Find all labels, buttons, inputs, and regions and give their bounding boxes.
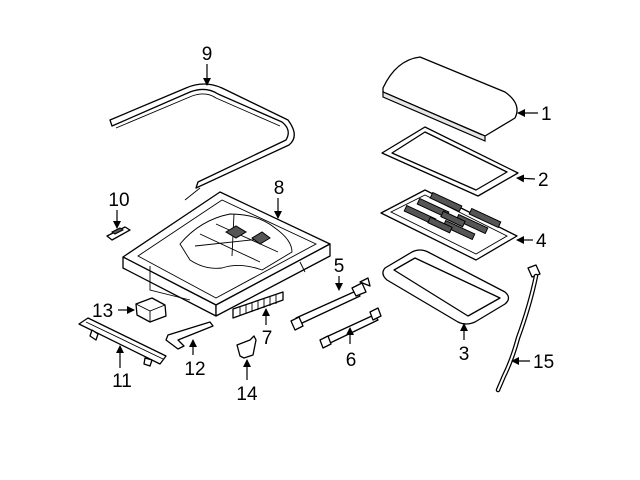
callout-labels: 9 1 2 4 3 8 10 5 6 7 13 11 12 14 15 (92, 44, 554, 405)
leader-2 (516, 174, 536, 183)
part-15-hose (495, 264, 541, 393)
callout-11: 11 (112, 371, 132, 392)
part-12-bracket (165, 321, 214, 350)
part-4-sunshade (380, 189, 518, 261)
callout-15: 15 (533, 352, 554, 373)
callout-13: 13 (92, 301, 113, 322)
part-8-housing (122, 187, 331, 317)
part-13-motor (135, 297, 167, 323)
callout-12: 12 (184, 359, 205, 380)
part-1-glass-panel (382, 56, 518, 142)
part-5-rail (290, 277, 371, 331)
callout-7: 7 (262, 328, 273, 349)
part-7-strip (232, 291, 284, 319)
callout-10: 10 (108, 190, 129, 211)
callout-2: 2 (538, 170, 549, 191)
callout-4: 4 (536, 231, 547, 252)
part-14-bracket (236, 335, 257, 359)
part-9-seal (109, 83, 295, 189)
callout-3: 3 (459, 344, 470, 365)
part-3-drain-frame (382, 249, 510, 325)
callout-8: 8 (274, 178, 285, 199)
part-10-clip (106, 226, 131, 241)
leader-lines (113, 64, 538, 380)
part-2-frame (381, 126, 519, 197)
callout-14: 14 (236, 384, 258, 405)
callout-1: 1 (541, 104, 552, 125)
part-11-trim (78, 317, 167, 367)
callout-5: 5 (334, 256, 345, 277)
callout-6: 6 (346, 350, 357, 371)
callout-9: 9 (202, 44, 213, 65)
